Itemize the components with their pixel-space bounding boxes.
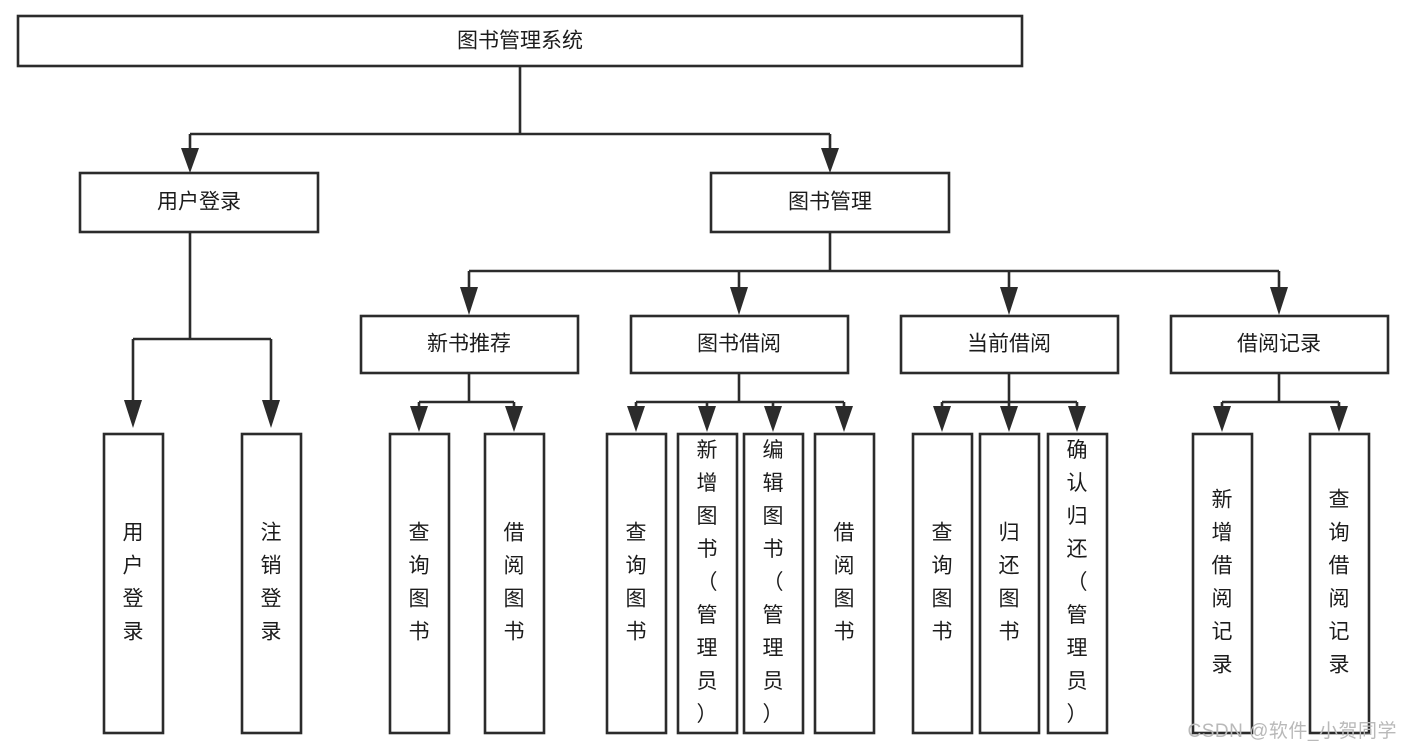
leaf-user-login-label: 用户登录 xyxy=(123,521,144,643)
leaf-node[interactable]: 查询图书 xyxy=(605,432,668,735)
node-root-box[interactable] xyxy=(16,14,1024,68)
arrow-head-new-book-recommend xyxy=(460,287,478,315)
node-book-borrow-label: 图书借阅 xyxy=(697,333,781,356)
leaf-bb-borrow-book-label: 借阅图书 xyxy=(834,521,855,643)
leaf-br-add-record-box[interactable] xyxy=(1191,432,1254,735)
arrow-head-cb-leaf-3 xyxy=(1068,406,1086,432)
node-user-login-label: 用户登录 xyxy=(157,191,241,214)
leaf-node[interactable]: 编辑图书（管理员） xyxy=(742,432,805,735)
node-root[interactable]: 图书管理系统 xyxy=(16,14,1024,68)
leaf-bb-edit-book-box[interactable] xyxy=(742,432,805,735)
node-book-management-label: 图书管理 xyxy=(788,191,872,214)
arrow-head-br-leaf-2 xyxy=(1330,406,1348,432)
node-book-borrow-box[interactable] xyxy=(629,314,850,375)
leaf-br-add-record-label: 新增借阅记录 xyxy=(1212,488,1233,676)
connector-group-root xyxy=(181,66,839,173)
arrow-head-book-borrow xyxy=(730,287,748,315)
leaf-bb-add-book-label: 新增图书（管理员） xyxy=(697,439,718,726)
leaf-node[interactable]: 归还图书 xyxy=(978,432,1041,735)
node-new-book-recommend-label: 新书推荐 xyxy=(427,333,511,356)
leaf-cb-return-book-label: 归还图书 xyxy=(999,521,1020,643)
node-borrow-record[interactable]: 借阅记录 xyxy=(1169,314,1390,375)
leaf-cb-confirm-return-label: 确认归还（管理员） xyxy=(1067,439,1088,726)
arrow-head-nbr-leaf-1 xyxy=(410,406,428,432)
arrow-head-user-login xyxy=(181,148,199,173)
leaf-bb-query-book-box[interactable] xyxy=(605,432,668,735)
leaf-user-login-box[interactable] xyxy=(102,432,165,735)
leaf-bb-query-book-label: 查询图书 xyxy=(626,521,647,643)
arrow-head-bb-leaf-3 xyxy=(764,406,782,432)
leaf-br-query-record-label: 查询借阅记录 xyxy=(1329,488,1350,676)
node-borrow-record-box[interactable] xyxy=(1169,314,1390,375)
node-user-login[interactable]: 用户登录 xyxy=(78,171,320,234)
leaf-nbr-query-book-label: 查询图书 xyxy=(409,521,430,643)
leaf-cb-confirm-return-box[interactable] xyxy=(1046,432,1109,735)
node-current-borrow-label: 当前借阅 xyxy=(967,333,1051,356)
leaf-nbr-borrow-book-box[interactable] xyxy=(483,432,546,735)
node-borrow-record-label: 借阅记录 xyxy=(1237,333,1321,356)
node-user-login-box[interactable] xyxy=(78,171,320,234)
leaf-node[interactable]: 确认归还（管理员） xyxy=(1046,432,1109,735)
csdn-watermark: CSDN @软件_小贺同学 xyxy=(1187,721,1397,742)
leaf-node[interactable]: 借阅图书 xyxy=(483,432,546,735)
arrow-head-borrow-record xyxy=(1270,287,1288,315)
arrow-head-bb-leaf-2 xyxy=(698,406,716,432)
leaf-br-query-record-box[interactable] xyxy=(1308,432,1371,735)
leaf-bb-add-book-box[interactable] xyxy=(676,432,739,735)
arrow-head-bb-leaf-4 xyxy=(835,406,853,432)
arrow-head-book-mgmt xyxy=(821,148,839,173)
leaf-node[interactable]: 查询图书 xyxy=(911,432,974,735)
node-root-label: 图书管理系统 xyxy=(457,30,583,53)
leaf-logout-box[interactable] xyxy=(240,432,303,735)
node-current-borrow[interactable]: 当前借阅 xyxy=(899,314,1120,375)
leaf-nbr-borrow-book-label: 借阅图书 xyxy=(504,521,525,643)
arrow-head-leaf-logout xyxy=(262,400,280,428)
leaf-nbr-query-book-box[interactable] xyxy=(388,432,451,735)
leaf-cb-query-book-box[interactable] xyxy=(911,432,974,735)
leaf-cb-query-book-label: 查询图书 xyxy=(932,521,953,643)
leaf-node[interactable]: 新增借阅记录 xyxy=(1191,432,1254,735)
arrow-head-br-leaf-1 xyxy=(1213,406,1231,432)
leaf-node[interactable]: 用户登录 xyxy=(102,432,165,735)
leaf-logout-label: 注销登录 xyxy=(261,521,282,643)
connector-group-book-borrow xyxy=(627,373,853,432)
leaf-node[interactable]: 注销登录 xyxy=(240,432,303,735)
node-new-book-recommend[interactable]: 新书推荐 xyxy=(359,314,580,375)
leaf-node[interactable]: 新增图书（管理员） xyxy=(676,432,739,735)
leaf-node[interactable]: 查询借阅记录 xyxy=(1308,432,1371,735)
leaf-bb-edit-book-label: 编辑图书（管理员） xyxy=(763,439,784,726)
node-current-borrow-box[interactable] xyxy=(899,314,1120,375)
connector-group-current-borrow xyxy=(933,373,1086,432)
arrow-head-cb-leaf-2 xyxy=(1000,406,1018,432)
connector-group-borrow-record xyxy=(1213,373,1348,432)
node-book-borrow[interactable]: 图书借阅 xyxy=(629,314,850,375)
connector-group-new-book-recommend xyxy=(410,373,523,432)
node-book-management-box[interactable] xyxy=(709,171,951,234)
node-book-management[interactable]: 图书管理 xyxy=(709,171,951,234)
leaf-node[interactable]: 查询图书 xyxy=(388,432,451,735)
leaf-node[interactable]: 借阅图书 xyxy=(813,432,876,735)
arrow-head-current-borrow xyxy=(1000,287,1018,315)
arrow-head-bb-leaf-1 xyxy=(627,406,645,432)
arrow-head-nbr-leaf-2 xyxy=(505,406,523,432)
node-new-book-recommend-box[interactable] xyxy=(359,314,580,375)
arrow-head-cb-leaf-1 xyxy=(933,406,951,432)
connector-group-user-login xyxy=(124,232,280,428)
arrow-head-leaf-user-login xyxy=(124,400,142,428)
leaf-bb-borrow-book-box[interactable] xyxy=(813,432,876,735)
connector-group-book-mgmt xyxy=(460,232,1288,315)
leaf-cb-return-book-box[interactable] xyxy=(978,432,1041,735)
